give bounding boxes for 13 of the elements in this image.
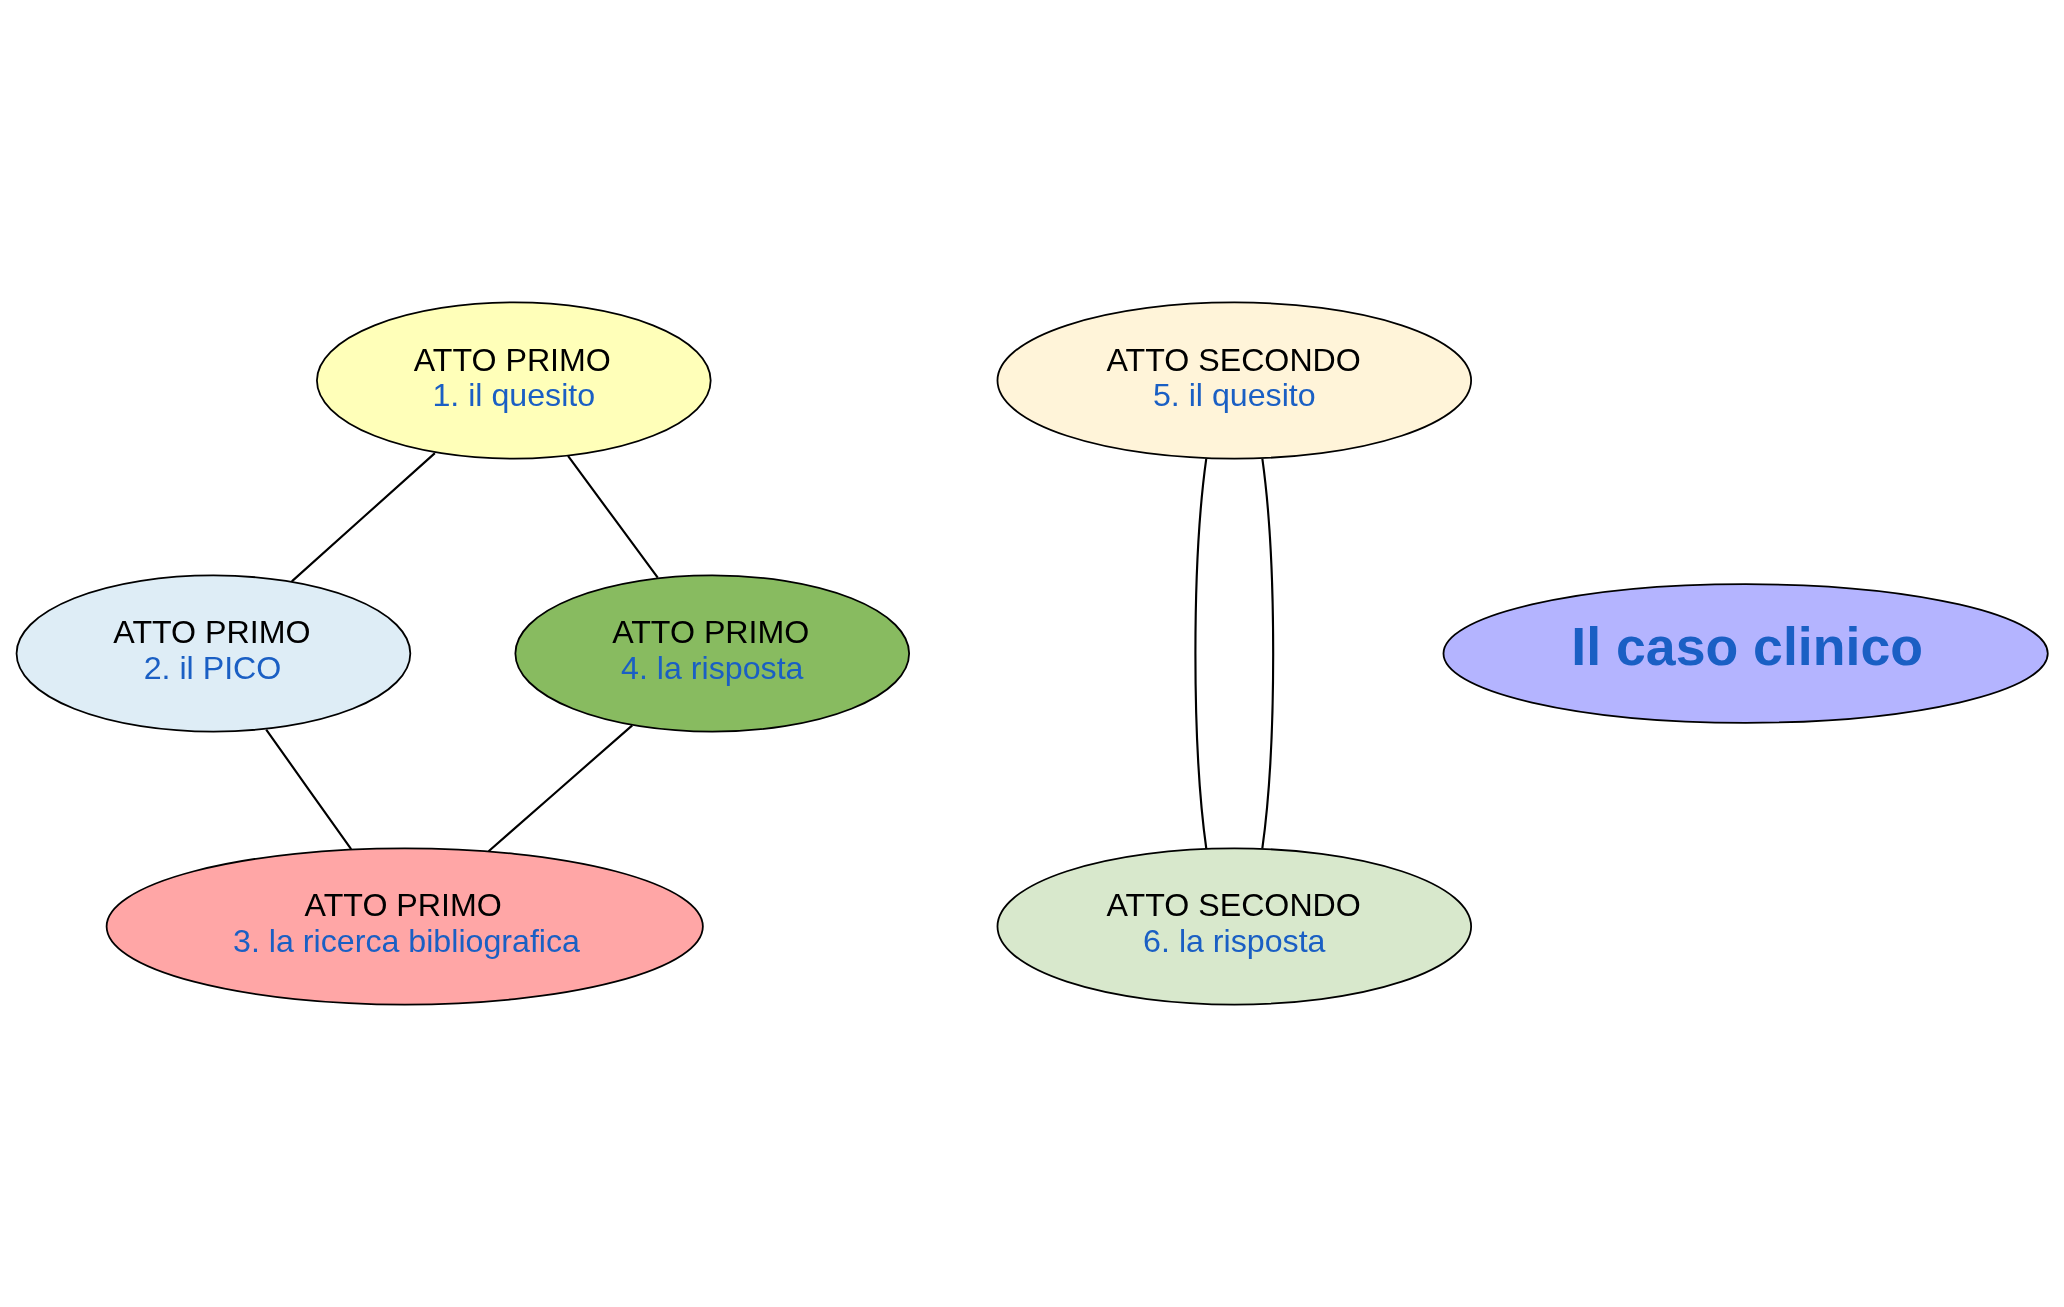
node-ellipse: Il caso clinico [1442,583,2049,724]
connector [265,729,352,850]
node-ellipse: ATTO SECONDO 5. il quesito [996,301,1472,460]
connector [1261,458,1275,849]
connector [291,452,436,583]
connector [487,724,633,852]
node-ellipse: ATTO PRIMO 1. il quesito [316,301,712,460]
node-ellipse: ATTO PRIMO 4. la risposta [514,574,911,733]
node-ellipse: ATTO PRIMO 3. la ricerca bibliografica [105,847,704,1006]
connector [1194,458,1208,849]
node-ellipse: ATTO SECONDO 6. la risposta [996,847,1472,1006]
node-ellipse: ATTO PRIMO 2. il PICO [15,574,412,733]
connector [567,455,659,579]
